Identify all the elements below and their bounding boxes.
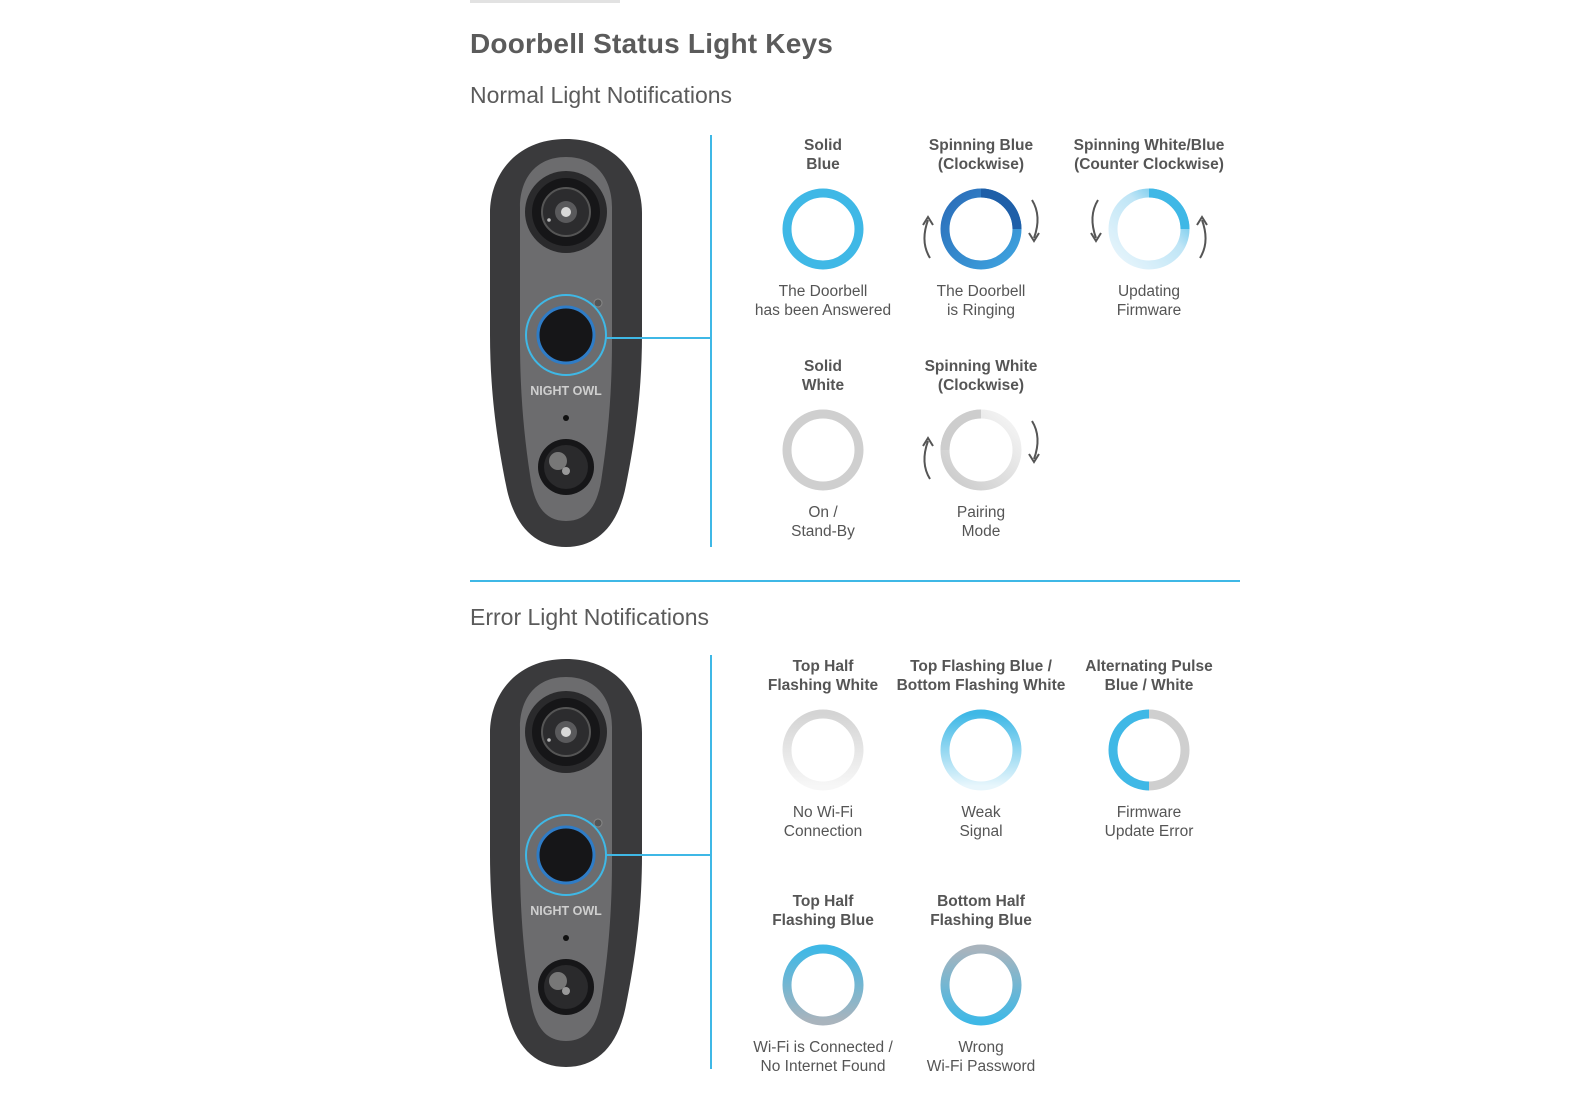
key-description: Updating Firmware — [1116, 283, 1182, 319]
connector-line-normal — [605, 337, 711, 339]
doorbell-illustration: NIGHT OWL — [490, 659, 642, 1067]
key-description: Weak Signal — [959, 804, 1003, 840]
key-description: No Wi-Fi Connection — [783, 804, 863, 840]
doorbell-illustration: NIGHT OWL — [490, 139, 642, 547]
bottom-half-blue-ring-icon — [940, 944, 1022, 1026]
top-blue-bottom-white-ring-icon — [940, 709, 1022, 791]
page-title: Doorbell Status Light Keys — [470, 28, 834, 59]
top-rule — [470, 0, 620, 3]
key-spinning-white-blue: Spinning White/Blue (Counter Clockwise) … — [1049, 136, 1249, 320]
brand-logo-text: NIGHT OWL — [530, 384, 602, 398]
key-label: Solid Blue — [804, 137, 842, 173]
key-alternating-pulse: Alternating Pulse Blue / White Firmware … — [1049, 657, 1249, 841]
section-divider — [470, 580, 1240, 582]
alternating-blue-white-ring-icon — [1108, 709, 1190, 791]
key-top-blue-bottom-white: Top Flashing Blue / Bottom Flashing Whit… — [881, 657, 1081, 841]
solid-blue-ring-icon — [782, 188, 864, 270]
key-description: Wi-Fi is Connected / No Internet Found — [753, 1039, 893, 1075]
brand-logo-text: NIGHT OWL — [530, 904, 602, 918]
spinning-blue-ring-icon — [922, 188, 1040, 270]
key-top-half-flashing-white: Top Half Flashing White No Wi-Fi Connect… — [723, 657, 923, 841]
section-rule-normal — [710, 135, 712, 547]
key-label: Top Half Flashing White — [767, 658, 879, 694]
top-half-white-ring-icon — [782, 709, 864, 791]
key-label: Spinning Blue (Clockwise) — [928, 137, 1034, 173]
key-label: Spinning White (Clockwise) — [924, 358, 1038, 394]
key-description: The Doorbell has been Answered — [754, 283, 892, 319]
section-rule-error — [710, 655, 712, 1069]
key-solid-blue: Solid Blue The Doorbell has been Answere… — [723, 136, 923, 320]
key-label: Solid White — [801, 358, 845, 394]
section-title-normal: Normal Light Notifications — [470, 82, 733, 108]
key-label: Alternating Pulse Blue / White — [1085, 658, 1213, 694]
key-solid-white: Solid White On / Stand-By — [723, 357, 923, 541]
key-label: Bottom Half Flashing Blue — [930, 893, 1032, 929]
spinning-white-blue-ring-icon — [1090, 188, 1208, 270]
key-label: Top Flashing Blue / Bottom Flashing Whit… — [896, 658, 1066, 694]
top-half-blue-ring-icon — [782, 944, 864, 1026]
connector-line-error — [605, 854, 711, 856]
key-top-half-flashing-blue: Top Half Flashing Blue Wi-Fi is Connecte… — [723, 892, 923, 1076]
section-title-error: Error Light Notifications — [470, 604, 710, 630]
key-label: Spinning White/Blue (Counter Clockwise) — [1073, 137, 1225, 173]
solid-white-ring-icon — [782, 409, 864, 491]
key-description: Firmware Update Error — [1104, 804, 1194, 840]
key-description: On / Stand-By — [791, 504, 855, 540]
key-description: Wrong Wi-Fi Password — [926, 1039, 1036, 1075]
key-bottom-half-flashing-blue: Bottom Half Flashing Blue Wrong Wi-Fi Pa… — [881, 892, 1081, 1076]
key-spinning-white: Spinning White (Clockwise) Pairing Mode — [881, 357, 1081, 541]
key-description: The Doorbell is Ringing — [936, 283, 1026, 319]
key-spinning-blue: Spinning Blue (Clockwise) The Doorbell i… — [881, 136, 1081, 320]
spinning-white-ring-icon — [922, 409, 1040, 491]
key-label: Top Half Flashing Blue — [772, 893, 874, 929]
key-description: Pairing Mode — [956, 504, 1006, 540]
